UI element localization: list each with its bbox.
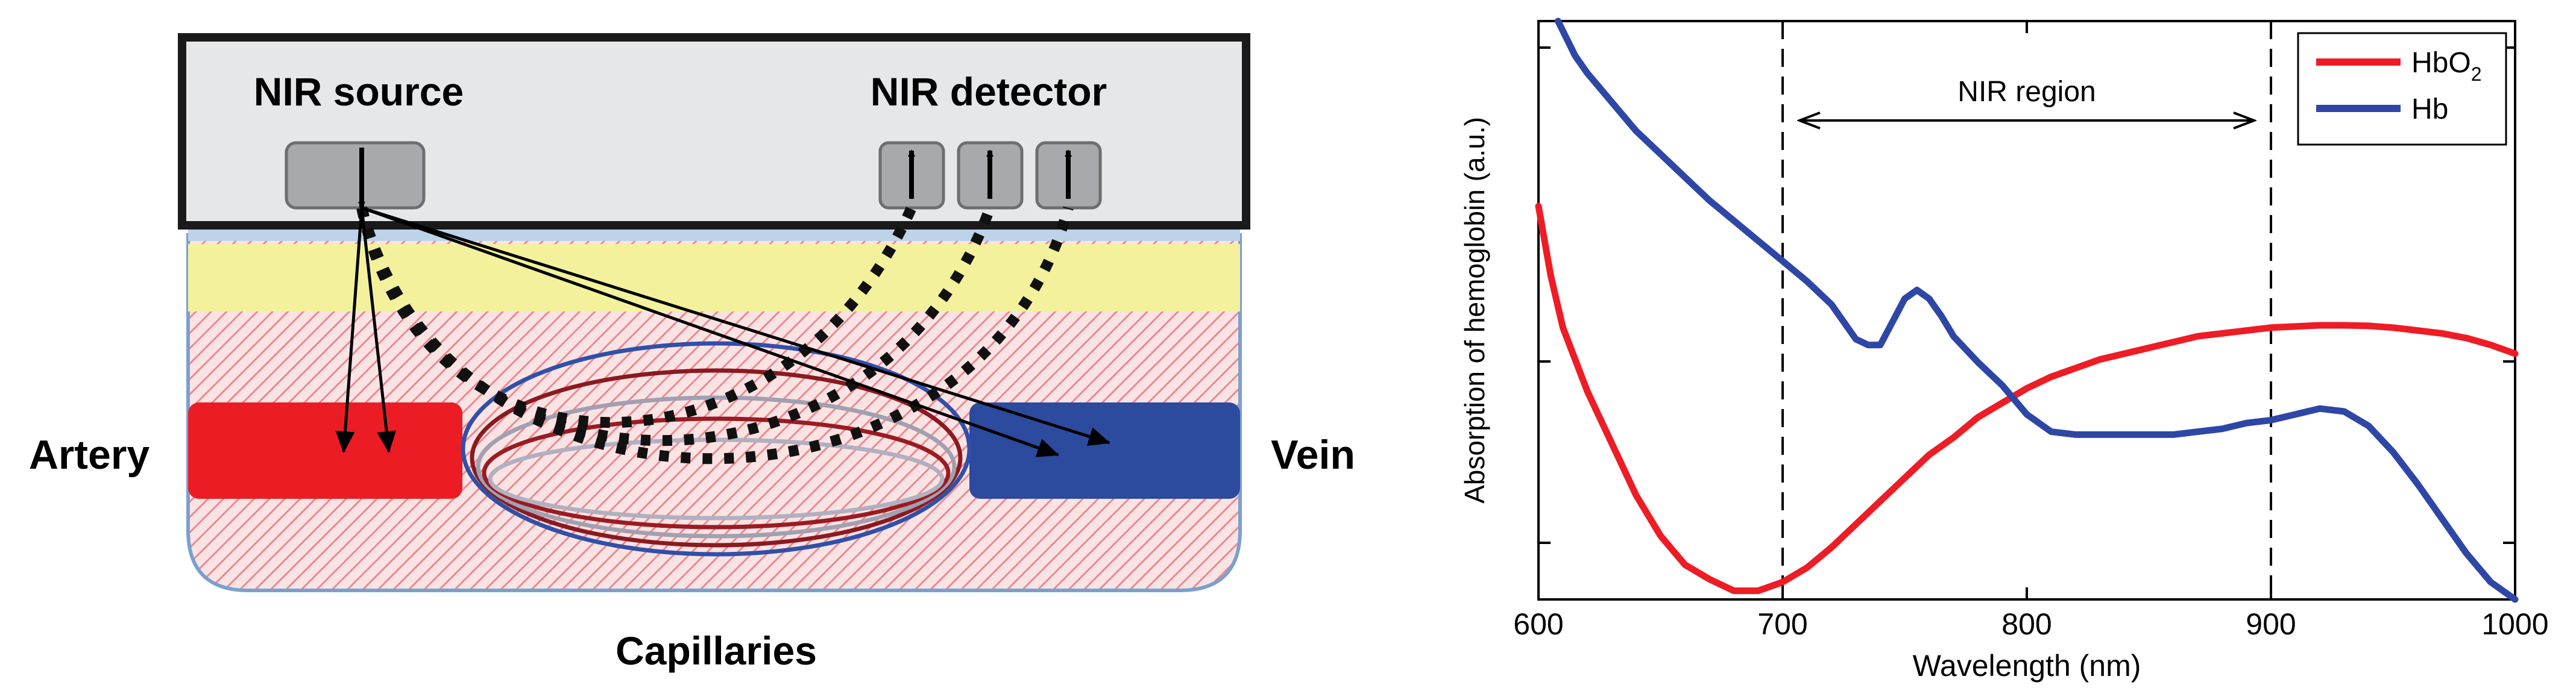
label-nir-source: NIR source xyxy=(254,69,464,114)
nir-region-label: NIR region xyxy=(1957,76,2096,108)
skin-layer xyxy=(188,244,1240,311)
label-artery: Artery xyxy=(29,432,150,478)
detector-arrows xyxy=(908,149,1072,199)
nir-region-boundaries xyxy=(1781,21,2272,599)
capillary-bed xyxy=(461,341,972,557)
nir-diagram: NIR source NIR detector Artery Vein Capi… xyxy=(29,33,1355,673)
tissue-block xyxy=(186,233,1242,592)
nir-source-emitter xyxy=(285,141,426,210)
legend-label-hbo2: HbO2 xyxy=(2411,47,2482,85)
x-tick-label: 1000 xyxy=(2481,607,2548,641)
legend: HbO2 Hb xyxy=(2297,32,2507,146)
x-tick-label: 700 xyxy=(1757,607,1807,641)
skin-surface xyxy=(188,228,1240,241)
absorption-chart: 600 700 800 900 1000 NIR region HbO2 Hb Wave… xyxy=(1459,17,2549,683)
label-nir-detector: NIR detector xyxy=(871,69,1107,114)
artery-vessel xyxy=(188,402,462,499)
x-axis-ticks: 600 700 800 900 1000 xyxy=(1513,21,2549,641)
label-vein: Vein xyxy=(1271,432,1355,478)
y-axis-label: Absorption of hemoglobin (a.u.) xyxy=(1459,117,1490,504)
straight-rays xyxy=(335,206,1110,457)
label-capillaries: Capillaries xyxy=(616,628,817,673)
series-group xyxy=(1535,17,2519,603)
x-tick-label: 800 xyxy=(2001,607,2052,641)
x-tick-label: 600 xyxy=(1513,607,1563,641)
legend-box xyxy=(2297,32,2507,146)
vein-vessel xyxy=(969,402,1240,499)
x-tick-label: 900 xyxy=(2246,607,2296,641)
series-line-hb xyxy=(1554,17,2519,603)
legend-label-hb: Hb xyxy=(2411,93,2448,125)
x-axis-label: Wavelength (nm) xyxy=(1913,649,2141,683)
photon-paths xyxy=(356,205,1074,464)
legend-subscript: 2 xyxy=(2471,63,2482,85)
